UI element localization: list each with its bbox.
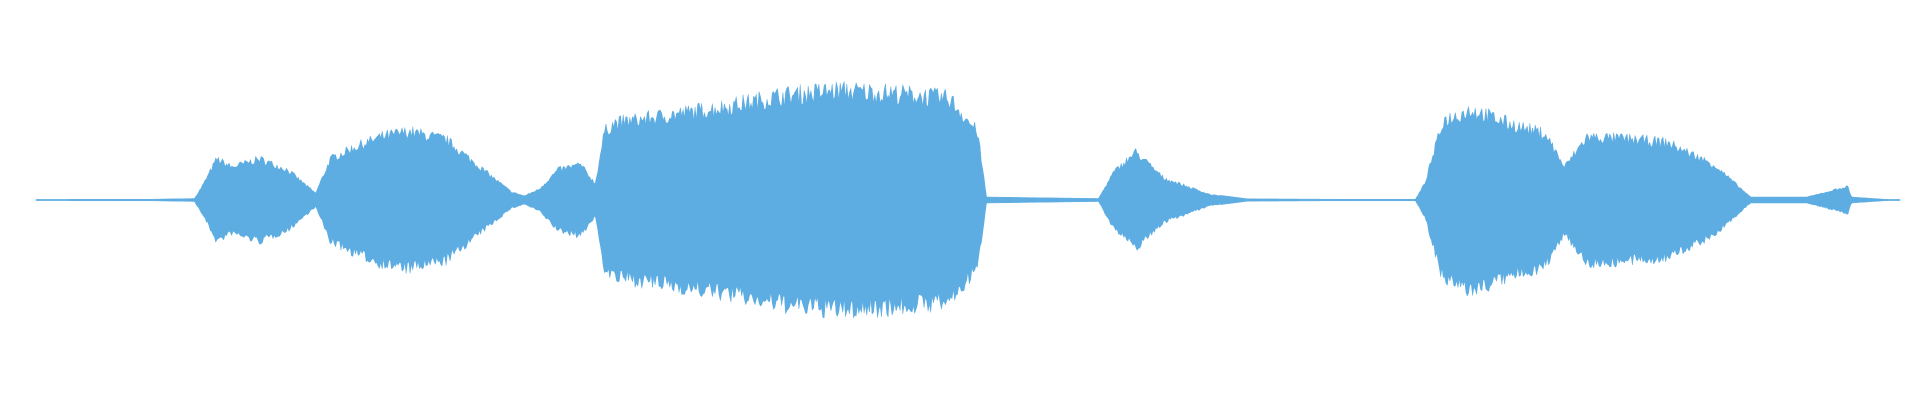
waveform-shape bbox=[35, 81, 1901, 319]
